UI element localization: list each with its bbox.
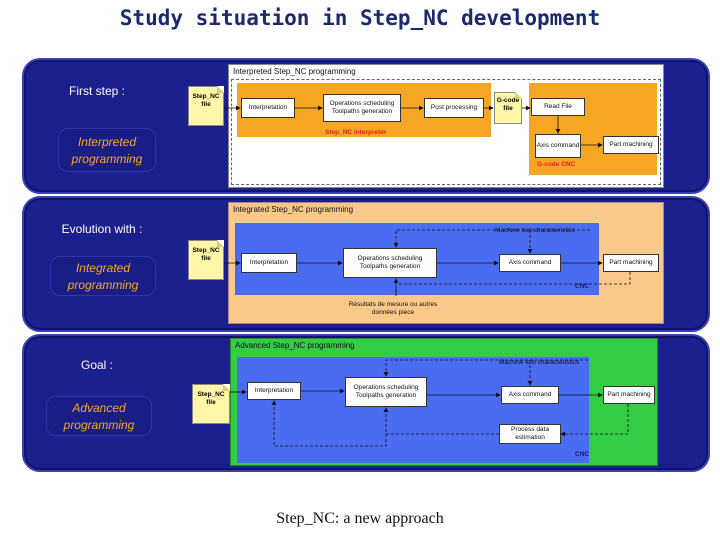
box-interpretation-3: Interpretation	[247, 382, 301, 400]
cnc-label: CNC	[575, 451, 590, 458]
pill-interpreted-programming: Interpreted programming	[58, 128, 156, 172]
step-nc-file-2: Step_NC file	[188, 240, 224, 280]
gcode-file-1: G-code file	[494, 92, 522, 124]
box-axis-command-3: Axis command	[501, 386, 559, 404]
panel-interpreted: Interpreted Step_NC programming Step_NC …	[228, 64, 664, 188]
panel-title: Interpreted Step_NC programming	[233, 67, 356, 76]
side-label-goal: Goal :	[80, 358, 113, 372]
box-part-machining-3: Part machining	[603, 386, 655, 404]
box-read-file-1: Read File	[531, 98, 585, 116]
box-part-machining-1: Part machining	[603, 136, 659, 154]
box-part-machining-2: Part machining	[603, 254, 659, 272]
side-label-first-step: First step :	[68, 84, 125, 98]
footer-caption: Step_NC: a new approach	[276, 510, 444, 527]
box-operations-3: Operations scheduling Toolpaths generati…	[345, 377, 427, 407]
box-interpretation-1: Interpretation	[241, 98, 295, 118]
results-label: Résultats de mesure ou autres données pi…	[348, 301, 438, 316]
pill-advanced-programming: Advanced programming	[46, 396, 152, 436]
box-operations-1: Operations scheduling Toolpaths generati…	[323, 94, 401, 122]
machine-tool-label: Machine tool characteristics	[495, 227, 576, 234]
panel-title: Advanced Step_NC programming	[235, 341, 355, 350]
interpreter-label: Step_NC interpreter	[325, 129, 387, 136]
page-title: Study situation in Step_NC development	[119, 6, 601, 30]
gcode-cnc-label: G-code CNC	[537, 161, 576, 168]
box-axis-command-1: Axis command	[535, 134, 581, 158]
box-operations-2: Operations scheduling Toolpaths generati…	[343, 248, 437, 278]
box-post-processing-1: Post processing	[424, 98, 484, 118]
box-axis-command-2: Axis command	[499, 254, 561, 272]
box-process-data-3: Process data estimation	[499, 424, 561, 444]
box-interpretation-2: Interpretation	[241, 253, 297, 273]
panel-advanced: Advanced Step_NC programming CNC Machine…	[230, 338, 658, 466]
cnc-area	[237, 357, 589, 463]
dashed-outline	[231, 79, 661, 185]
pill-integrated-programming: Integrated programming	[50, 256, 156, 296]
cnc-label: CNC	[575, 283, 590, 290]
panel-title: Integrated Step_NC programming	[233, 205, 354, 214]
step-nc-file-1: Step_NC file	[188, 86, 224, 126]
side-label-evolution: Evolution with :	[61, 222, 143, 236]
machine-tool-label: Machine tool characteristics	[499, 359, 580, 366]
step-nc-file-3: Step_NC file	[192, 384, 230, 424]
